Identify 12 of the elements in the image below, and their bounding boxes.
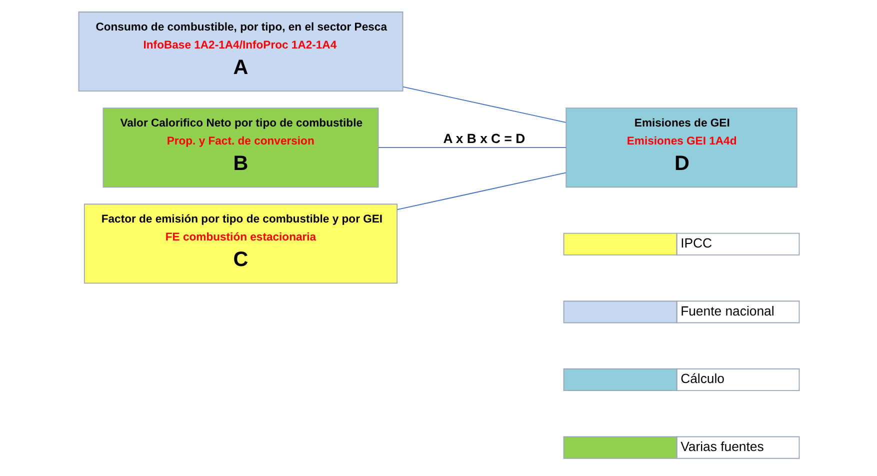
connector: [396, 172, 566, 210]
legend-label: Varias fuentes: [680, 439, 764, 454]
connector: [377, 147, 566, 148]
legend-label: IPCC: [680, 236, 712, 251]
legend-label: Cálculo: [680, 371, 724, 386]
node-box: Valor Calorifico Neto por tipo de combustible Prop. y Fact. de conversion B: [102, 108, 378, 188]
node-box: Consumo de combustible, por tipo, en el sector Pesca InfoBase 1A2-1A4/InfoProc 1A2-1A4 A: [78, 12, 403, 92]
connector: [402, 86, 566, 123]
legend-label: Fuente nacional: [680, 303, 774, 318]
node-box: Factor de emisión por tipo de combustible y por GEI FE combustión estacionaria C: [83, 204, 398, 284]
node-box: Emisiones de GEI Emisiones GEI 1A4d D: [565, 108, 797, 188]
edge-label: A x B x C = D: [442, 131, 525, 146]
